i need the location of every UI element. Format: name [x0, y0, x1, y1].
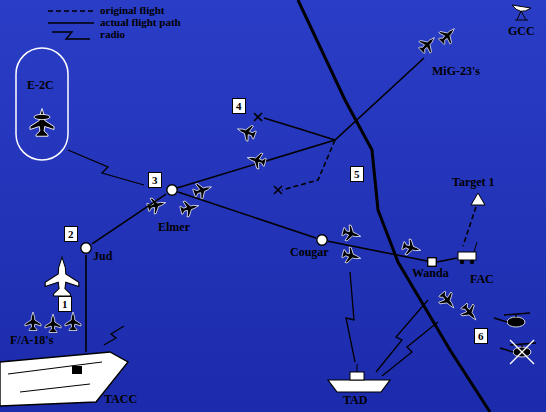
flight-path — [85, 255, 87, 352]
waypoint-marker: Cougar — [316, 234, 328, 246]
waypoint-label: Jud — [93, 249, 112, 263]
fighter-jet — [179, 198, 201, 218]
waypoint-outline — [80, 242, 92, 254]
original-flight-path — [282, 140, 335, 190]
destroyed-mark — [510, 340, 534, 364]
fighter-jet — [235, 121, 258, 142]
fighter-jet — [245, 150, 267, 170]
callout-text: 2 — [68, 227, 74, 241]
map-label: Target 1 — [452, 175, 495, 189]
map-label: F/A-18's — [10, 333, 53, 347]
fighter-jet — [436, 289, 460, 313]
kill-mark — [274, 186, 282, 194]
map-label: E-2C — [27, 78, 54, 92]
callout-text: 5 — [354, 167, 360, 181]
waypoint-label: Elmer — [158, 220, 190, 234]
callout-number: 1 — [58, 296, 72, 312]
waypoint-circle — [317, 235, 327, 245]
legend-entry: original flight — [100, 4, 164, 17]
callout-number: 5 — [350, 166, 364, 182]
carrier-deck — [8, 362, 102, 392]
ship-superstructure — [350, 372, 364, 380]
map-label: TAD — [343, 393, 367, 407]
target-marker — [471, 193, 485, 205]
map-label: MiG-23's — [432, 64, 480, 78]
orbit-track — [16, 48, 68, 160]
callout-text: 6 — [478, 329, 484, 343]
vehicle-wheel — [470, 260, 474, 264]
legend-text: radio — [100, 28, 125, 40]
radio-link — [346, 272, 355, 362]
waypoint-marker: Wanda — [427, 257, 437, 267]
helicopter-body — [507, 317, 525, 327]
map-label: TACC — [104, 392, 137, 406]
waypoint-square — [428, 258, 437, 267]
callout-number: 4 — [232, 98, 246, 114]
fighter-jet — [45, 314, 61, 333]
waypoint-label: Cougar — [290, 245, 329, 259]
enemy-jet — [436, 23, 460, 47]
callout-text: 4 — [236, 99, 242, 113]
callout-text: 1 — [62, 297, 68, 311]
enemy-jet — [416, 32, 440, 56]
rotodome — [34, 114, 50, 119]
legend-radio-sample — [52, 32, 90, 39]
radar-stand — [515, 11, 528, 20]
legend-entry: actual flight path — [100, 16, 181, 29]
vehicle-antenna — [474, 242, 477, 252]
callout-number: 6 — [474, 328, 488, 344]
helicopter — [494, 313, 530, 327]
kill-mark — [254, 113, 262, 121]
waypoint-label: Wanda — [412, 266, 449, 280]
helicopter — [500, 340, 536, 364]
fighter-jet — [341, 246, 363, 266]
vehicle-wheel — [460, 260, 464, 264]
flight-path — [92, 194, 166, 244]
waypoint-marker: Jud — [80, 242, 92, 254]
callout-number: 2 — [64, 226, 78, 242]
waypoint-circle — [167, 185, 177, 195]
legend-entry: radio — [100, 28, 125, 41]
flight-path — [437, 258, 457, 262]
fighter-jet — [65, 312, 81, 331]
tad-ship — [328, 380, 390, 392]
radio-link — [104, 326, 124, 345]
callout-number: 3 — [148, 172, 162, 188]
radio-link — [382, 322, 438, 376]
waypoint-outline — [316, 234, 328, 246]
waypoint-marker: Elmer — [166, 184, 178, 196]
flight-path — [178, 192, 316, 238]
tanker-aircraft — [45, 257, 79, 296]
radio-link — [68, 150, 144, 185]
waypoint-outline — [427, 257, 437, 267]
radar-dish — [512, 5, 531, 11]
waypoint-circle — [81, 243, 91, 253]
map-label: FAC — [470, 272, 494, 286]
fighter-jet — [458, 301, 482, 325]
fighter-jet — [25, 312, 41, 331]
fighter-jet — [341, 224, 363, 244]
legend-text: original flight — [100, 4, 164, 16]
flight-path — [177, 58, 424, 188]
map-label: GCC — [508, 24, 535, 38]
carrier-island — [72, 366, 82, 374]
legend-dashed-sample — [48, 10, 94, 12]
helicopter-rotor — [494, 313, 530, 322]
e2c-aircraft — [30, 109, 54, 137]
waypoint-outline — [166, 184, 178, 196]
legend-solid-sample — [48, 22, 94, 24]
legend-text: actual flight path — [100, 16, 181, 28]
flight-path — [264, 118, 335, 140]
callout-text: 3 — [152, 173, 158, 187]
boundary-line — [298, 0, 490, 412]
fighter-jet — [401, 238, 423, 258]
ship-mast — [357, 364, 358, 372]
fac-vehicle — [458, 252, 476, 260]
original-flight-path — [463, 207, 476, 246]
flight-path — [328, 241, 427, 261]
